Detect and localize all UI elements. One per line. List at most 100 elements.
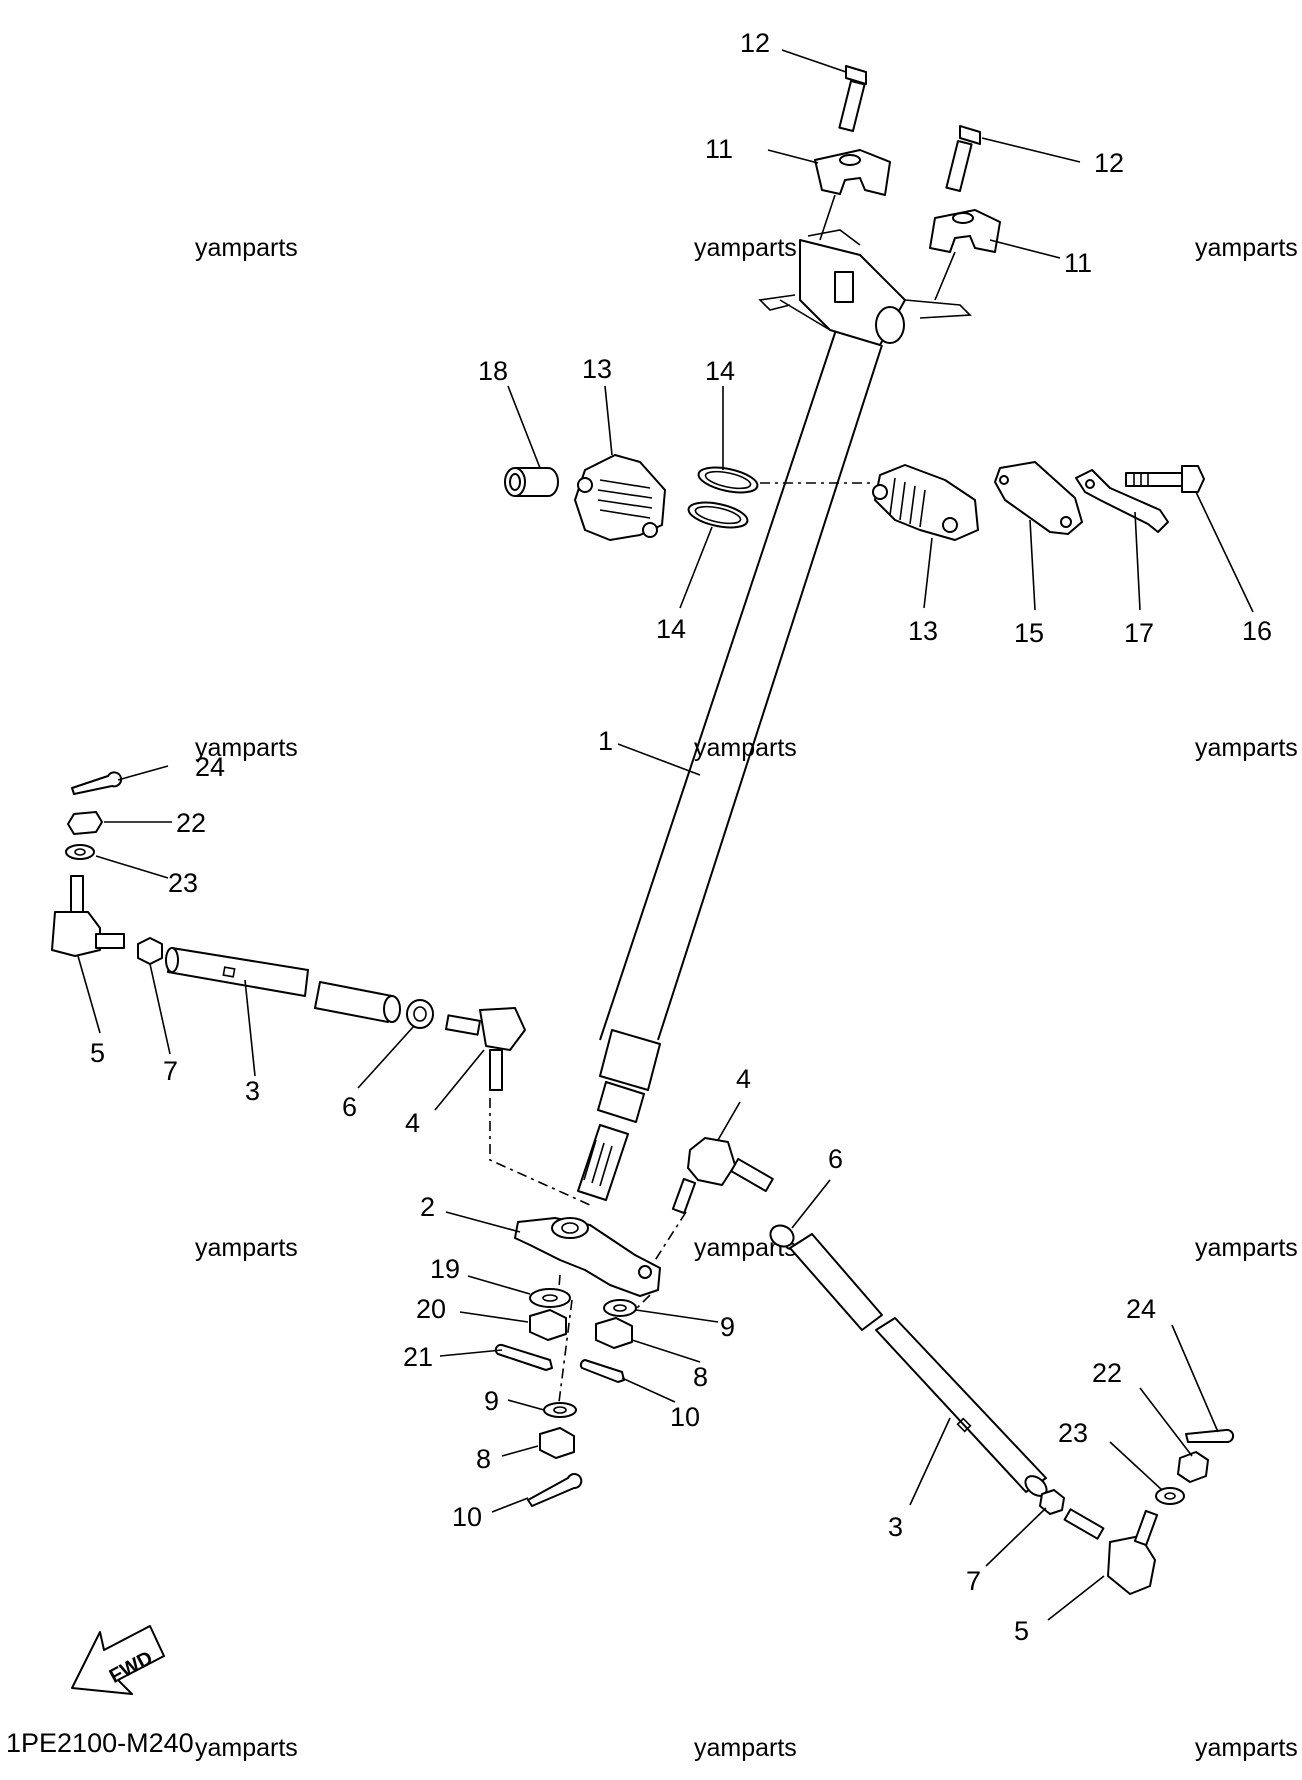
tie-rod-end-inner-right bbox=[671, 1137, 774, 1215]
watermark: yamparts bbox=[694, 1734, 797, 1762]
callout-23: 23 bbox=[1058, 1418, 1088, 1448]
watermark: yamparts bbox=[1195, 734, 1298, 762]
callout-19: 19 bbox=[430, 1254, 460, 1284]
tie-rod-washer-left bbox=[65, 844, 95, 860]
callout-8: 8 bbox=[693, 1362, 708, 1392]
upper-clamp-bolt-right bbox=[945, 125, 981, 192]
callout-1: 1 bbox=[598, 726, 613, 756]
watermark: yamparts bbox=[694, 734, 797, 762]
callout-18: 18 bbox=[478, 356, 508, 386]
watermark: yamparts bbox=[195, 734, 298, 762]
callout-14: 14 bbox=[705, 356, 735, 386]
callout-10: 10 bbox=[452, 1502, 482, 1532]
washer-9-lower bbox=[543, 1402, 577, 1418]
cotter-pin-right bbox=[1185, 1428, 1235, 1443]
callout-22: 22 bbox=[176, 808, 206, 838]
pitman-stud-line bbox=[634, 1294, 651, 1311]
callout-7: 7 bbox=[163, 1056, 178, 1086]
nut-8-lower bbox=[539, 1427, 575, 1459]
callout-14: 14 bbox=[656, 614, 686, 644]
callout-7: 7 bbox=[966, 1566, 981, 1596]
fwd-arrow-icon: FWD bbox=[71, 1625, 165, 1695]
nut-20 bbox=[529, 1309, 567, 1341]
left-link-line bbox=[489, 1098, 591, 1206]
tie-rod-end-right bbox=[1063, 1508, 1159, 1595]
watermark: yamparts bbox=[694, 234, 797, 262]
tie-rod-nut-left bbox=[67, 811, 103, 835]
washer-19 bbox=[529, 1288, 571, 1308]
callout-13: 13 bbox=[908, 616, 938, 646]
washer-9-upper bbox=[603, 1299, 637, 1317]
callout-2: 2 bbox=[420, 1192, 435, 1222]
callout-16: 16 bbox=[1242, 616, 1272, 646]
locknut-right-upper bbox=[769, 1224, 795, 1248]
tie-rod-right bbox=[789, 1233, 1048, 1497]
collar bbox=[504, 467, 559, 497]
pitman-arm bbox=[514, 1217, 661, 1297]
callout-8: 8 bbox=[476, 1444, 491, 1474]
callout-21: 21 bbox=[403, 1342, 433, 1372]
callout-10: 10 bbox=[670, 1402, 700, 1432]
callout-22: 22 bbox=[1092, 1358, 1122, 1388]
callout-4: 4 bbox=[405, 1108, 420, 1138]
callout-12: 12 bbox=[740, 28, 770, 58]
clamp-guide-lines bbox=[819, 194, 956, 301]
watermarks: yamparts yamparts yamparts yamparts yamp… bbox=[195, 234, 1298, 1762]
watermark: yamparts bbox=[1195, 1234, 1298, 1262]
oil-seal-lower bbox=[687, 501, 749, 529]
leader-lines bbox=[77, 49, 1254, 1621]
callout-9: 9 bbox=[484, 1386, 499, 1416]
callout-12: 12 bbox=[1094, 148, 1124, 178]
upper-clamp-bolt-left bbox=[838, 65, 867, 132]
tie-rod-end-inner-left bbox=[445, 1007, 526, 1091]
tie-rod-washer-right bbox=[1155, 1487, 1185, 1505]
watermark: yamparts bbox=[1195, 234, 1298, 262]
callout-5: 5 bbox=[1014, 1616, 1029, 1646]
steering-bushing-right bbox=[872, 464, 979, 541]
pitman-bolt-line bbox=[557, 1274, 573, 1411]
tie-rod-end-left bbox=[51, 875, 125, 957]
callout-3: 3 bbox=[245, 1076, 260, 1106]
callout-20: 20 bbox=[416, 1294, 446, 1324]
tie-rod-nut-right bbox=[1177, 1451, 1209, 1483]
callout-11: 11 bbox=[705, 134, 733, 164]
watermark: yamparts bbox=[195, 1234, 298, 1262]
watermark: yamparts bbox=[195, 1734, 298, 1762]
lock-washer bbox=[1075, 469, 1169, 533]
callout-6: 6 bbox=[828, 1144, 843, 1174]
bushing-bolt bbox=[1125, 465, 1205, 493]
cotter-pin-10-lower bbox=[527, 1473, 583, 1507]
diagram-code: 1PE2100-M240 bbox=[6, 1728, 194, 1758]
callout-6: 6 bbox=[342, 1092, 357, 1122]
cotter-pin-10-upper bbox=[579, 1359, 625, 1383]
cotter-pin-21 bbox=[494, 1343, 553, 1371]
callout-9: 9 bbox=[720, 1312, 735, 1342]
cotter-pin-left bbox=[71, 771, 123, 795]
upper-clamp-right bbox=[929, 209, 1001, 253]
watermark: yamparts bbox=[1195, 1734, 1298, 1762]
nut-8-upper bbox=[595, 1317, 633, 1349]
callout-4: 4 bbox=[736, 1064, 751, 1094]
watermark: yamparts bbox=[195, 234, 298, 262]
callout-5: 5 bbox=[90, 1038, 105, 1068]
tie-rod-left bbox=[165, 947, 401, 1023]
callout-numbers: 12 12 11 11 18 13 14 14 13 15 17 16 1 24… bbox=[90, 28, 1272, 1646]
callout-24: 24 bbox=[1126, 1294, 1156, 1324]
shaft-upper-bracket bbox=[758, 229, 972, 346]
bushing-plate bbox=[994, 461, 1083, 535]
callout-23: 23 bbox=[168, 868, 198, 898]
callout-24: 24 bbox=[195, 752, 225, 782]
callout-11: 11 bbox=[1064, 248, 1092, 278]
locknut-left bbox=[137, 937, 163, 965]
right-link-line bbox=[651, 1211, 687, 1266]
callout-17: 17 bbox=[1124, 618, 1154, 648]
callout-3: 3 bbox=[888, 1512, 903, 1542]
oil-seal-upper bbox=[697, 466, 759, 494]
steering-shaft bbox=[577, 329, 883, 1201]
steering-bushing-left bbox=[574, 454, 666, 541]
callout-13: 13 bbox=[582, 354, 612, 384]
locknut-right-left bbox=[406, 999, 434, 1029]
callout-15: 15 bbox=[1014, 618, 1044, 648]
